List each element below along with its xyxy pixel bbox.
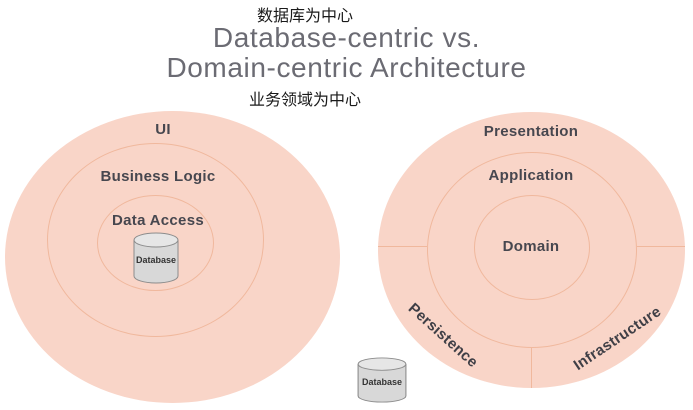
right-middle-circle <box>427 152 637 348</box>
database-label: Database <box>361 376 403 387</box>
annotation-domain-centric: 业务领域为中心 <box>248 92 361 109</box>
layer-label-domain: Domain <box>502 238 560 255</box>
cylinder-shape <box>357 357 407 403</box>
layer-label-ui: UI <box>155 121 171 138</box>
database-cylinder-icon: Database <box>133 232 179 284</box>
right-inner-circle <box>474 195 590 300</box>
layer-label-business-logic: Business Logic <box>100 168 216 185</box>
left-middle-circle <box>47 143 264 337</box>
title-line-1: Database-centric vs. <box>212 22 481 53</box>
database-label: Database <box>135 255 177 266</box>
layer-label-data-access: Data Access <box>112 212 204 229</box>
page-title: Database-centric vs. Domain-centric Arch… <box>0 23 693 83</box>
layer-label-presentation: Presentation <box>483 123 579 140</box>
sector-divider-left <box>378 246 427 247</box>
database-cylinder-icon: Database <box>357 357 407 403</box>
annotation-database-centric: 数据库为中心 <box>256 8 353 25</box>
sector-divider-bottom <box>531 348 532 388</box>
cylinder-shape <box>133 232 179 284</box>
left-inner-circle <box>97 195 214 291</box>
title-line-2: Domain-centric Architecture <box>166 52 527 83</box>
sector-divider-right <box>637 246 685 247</box>
layer-label-application: Application <box>488 167 574 184</box>
